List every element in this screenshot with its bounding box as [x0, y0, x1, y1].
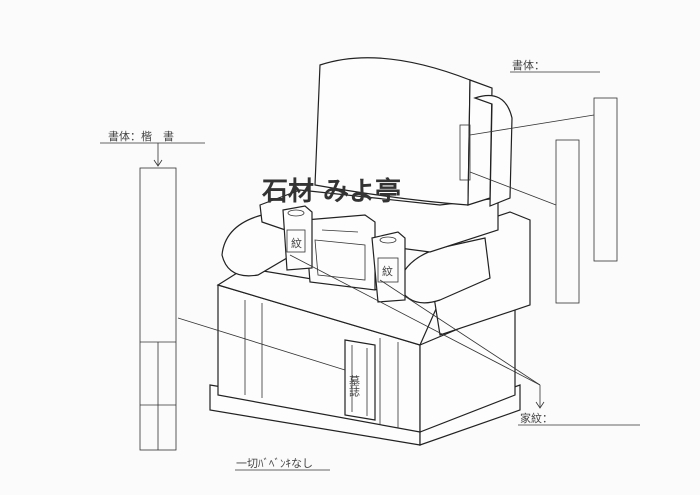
left-pillar — [244, 300, 263, 398]
incense-box — [304, 214, 376, 291]
right-pillar — [379, 338, 399, 428]
label-bottom-note: 一切ﾊﾞﾍﾞﾝｷなし — [236, 457, 313, 470]
inscription-panels — [139, 97, 618, 451]
gravestone — [209, 57, 531, 446]
back-stupa-frame — [473, 94, 513, 207]
left-vase-crest: 紋 — [291, 236, 302, 250]
incense-top-slot — [321, 229, 359, 233]
left-flower-vase — [282, 205, 313, 271]
logo-text: 石材 みよ亭 — [261, 176, 401, 207]
label-left: 書体：楷 書 — [108, 129, 174, 143]
label-bottom-right: 家紋： — [520, 411, 553, 425]
side-inscription-slot — [459, 124, 471, 181]
right-panel-short — [555, 139, 580, 304]
label-top-right: 書体： — [512, 58, 545, 72]
front-plate-text: 墓誌 — [348, 375, 361, 397]
right-panel-tall — [593, 97, 618, 262]
right-vase-crest: 紋 — [382, 264, 393, 278]
right-flower-vase — [371, 231, 406, 303]
leader-lines — [100, 71, 640, 471]
incense-opening — [314, 239, 366, 281]
front-plate — [344, 339, 376, 421]
right-arm — [397, 237, 491, 304]
